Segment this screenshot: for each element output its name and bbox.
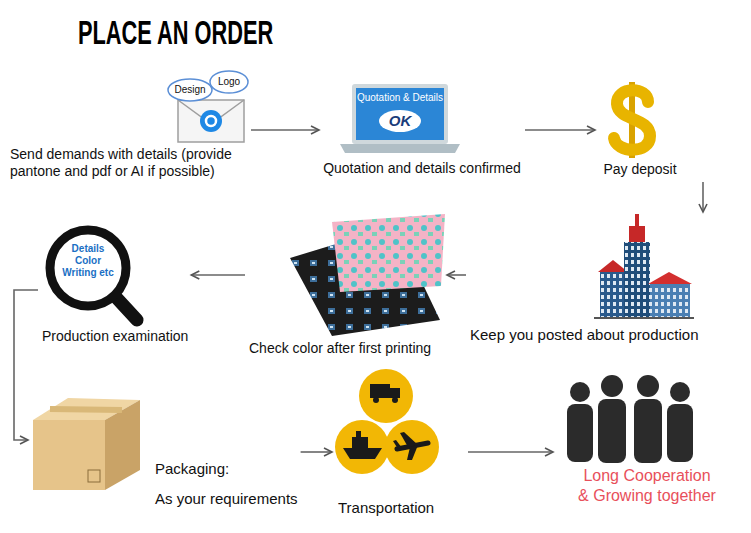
flow-arrow [702, 182, 704, 212]
step-text: Details Color Writing etc [62, 243, 114, 279]
step-node: Pay deposit [595, 78, 712, 182]
magnifier-icon [50, 230, 137, 320]
factory-icon [594, 214, 694, 318]
step-text: Quotation and details confirmed [322, 160, 522, 177]
step-node: Packaging: As your requirements [28, 385, 301, 515]
step-node: Long Cooperation & Growing together [553, 365, 729, 528]
transport-icon [335, 369, 439, 474]
step-text: Quotation & Details [356, 92, 444, 104]
step-text: As your requirements [155, 490, 298, 508]
step-node: DesignLogoSend demands with details (pro… [5, 68, 251, 183]
step-text: Transportation [338, 499, 462, 517]
printed-sheets [290, 214, 445, 336]
step-text: Logo [210, 76, 248, 88]
step-node: Details Color Writing etcProduction exam… [38, 225, 191, 350]
flow-arrow [251, 129, 319, 131]
flow-arrow [468, 451, 553, 453]
flow-arrow [301, 451, 332, 453]
step-text: Long Cooperation & Growing together [578, 466, 716, 506]
step-node: Quotation & DetailsOK Quotation and detai… [319, 80, 525, 182]
flow-arrow [447, 274, 466, 276]
people-icon [567, 375, 693, 463]
carton-icon [33, 398, 140, 490]
envelope-icon [168, 71, 248, 142]
step-node: Check color after first printing [245, 212, 447, 362]
diagram-title: PLACE AN ORDER [78, 14, 273, 52]
step-text: Keep you posted about production [470, 326, 745, 344]
step-node: Transportation [332, 365, 468, 523]
step-node: Keep you posted about production [466, 212, 749, 352]
dollar-icon [614, 82, 650, 158]
step-text: Send demands with details (provide panto… [10, 146, 246, 180]
flow-arrow [191, 274, 245, 276]
step-text: OK [380, 112, 420, 130]
flow-arrow [525, 129, 595, 131]
step-text: Check color after first printing [249, 340, 443, 357]
step-text: Pay deposit [598, 161, 682, 178]
laptop-icon [340, 84, 460, 153]
step-text: Packaging: [155, 460, 255, 478]
flow-arrow [14, 290, 38, 440]
step-text: Production examination [42, 328, 188, 345]
step-text: Design [169, 84, 211, 96]
